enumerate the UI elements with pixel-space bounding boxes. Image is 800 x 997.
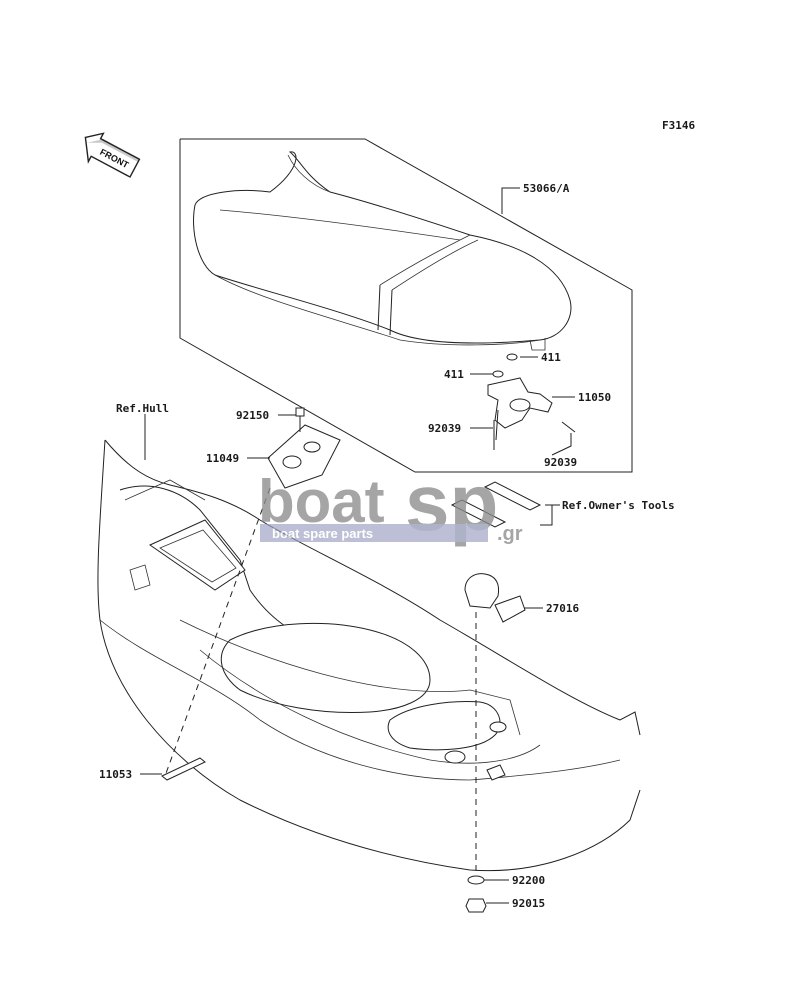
- strap-11053-icon: [161, 757, 206, 781]
- seat-frame: [179, 138, 633, 473]
- watermark-tld: .gr: [497, 523, 523, 545]
- nut-92015-icon: [465, 898, 487, 913]
- watermark-tagline: boat spare parts: [272, 526, 373, 541]
- label-strap: 11053: [99, 768, 132, 781]
- assembly-line-strap: [164, 487, 271, 777]
- tool-straps: [450, 481, 542, 528]
- label-washer-left: 411: [444, 368, 464, 381]
- seat-bracket: [487, 377, 576, 450]
- cup-part: [464, 573, 526, 623]
- label-nut-bottom: 92015: [512, 897, 545, 910]
- seat-drawing: [193, 151, 572, 351]
- label-bolt-top: 92150: [236, 409, 269, 422]
- label-bolt-left: 92039: [428, 422, 461, 435]
- label-owners-tools: Ref.Owner's Tools: [562, 499, 675, 512]
- watermark-tagline-bar: [260, 524, 488, 542]
- watermark-brand-left: boat: [258, 468, 385, 535]
- label-washer-bottom: 92200: [512, 874, 545, 887]
- label-ref-hull: Ref.Hull: [116, 402, 169, 415]
- hull-drawing: [97, 439, 641, 872]
- diagram-code: F3146: [662, 119, 695, 132]
- label-cup: 27016: [546, 602, 579, 615]
- washer-411-right-icon: [506, 353, 518, 361]
- latch-plate: [267, 407, 341, 489]
- front-arrow-icon: FRONT: [84, 132, 141, 178]
- watermark-logo: boat sp boat spare parts .gr: [258, 458, 523, 547]
- washer-411-left-icon: [492, 370, 504, 378]
- label-latch: 11049: [206, 452, 239, 465]
- washer-92200-icon: [467, 875, 485, 885]
- label-bolt-right: 92039: [544, 456, 577, 469]
- label-bracket: 11050: [578, 391, 611, 404]
- label-seat: 53066/A: [523, 182, 570, 195]
- leader-lines: [140, 187, 575, 904]
- label-washer-right: 411: [541, 351, 561, 364]
